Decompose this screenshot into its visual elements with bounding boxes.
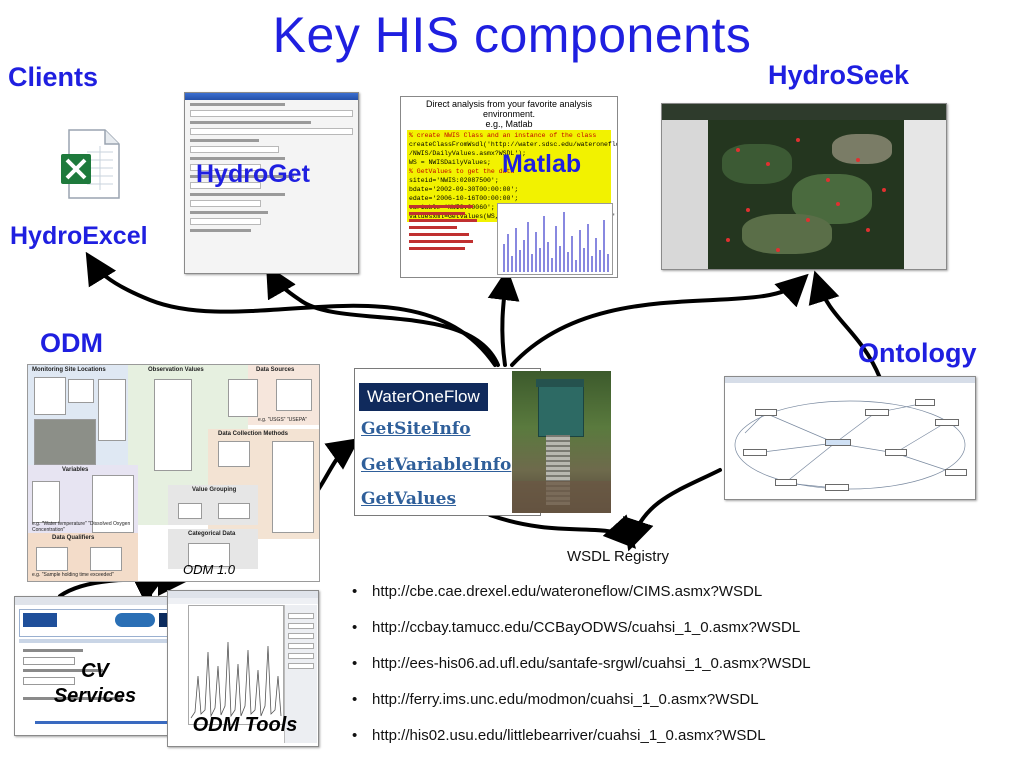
code-line: /NWIS/DailyValues.asmx?WSDL');	[409, 150, 527, 157]
code-line: edate='2006-10-16T00:00:00';	[409, 195, 519, 202]
bullet-icon: •	[352, 727, 358, 744]
wsdl-url-link[interactable]: http://his02.usu.edu/littlebearriver/cua…	[372, 727, 766, 744]
hydroseek-results-panel	[904, 120, 946, 269]
wsdl-registry-title: WSDL Registry	[567, 548, 669, 565]
odm-diagram: Monitoring Site Locations Observation Va…	[27, 364, 320, 582]
code-line: % GetValues to get the data	[409, 168, 515, 175]
code-line: % create NWIS Class and an instance of t…	[409, 132, 597, 139]
list-item: • http://his02.usu.edu/littlebearriver/cu…	[352, 727, 811, 763]
wsdl-url-link[interactable]: http://ccbay.tamucc.edu/CCBayODWS/cuahsi…	[372, 619, 801, 636]
odm-version-label: ODM 1.0	[183, 562, 236, 577]
odm-header: Categorical Data	[188, 531, 236, 537]
list-item: • http://ccbay.tamucc.edu/CCBayODWS/cuahs…	[352, 619, 811, 655]
cv-services-screenshot	[14, 596, 192, 736]
wateroneflow-header-text: WaterOneFlow	[359, 383, 488, 411]
odm-tools-label: ODM Tools	[192, 714, 298, 736]
list-item: • http://cbe.cae.drexel.edu/wateroneflow/…	[352, 583, 811, 619]
wateroneflow-header: WaterOneFlow	[359, 383, 488, 411]
hydroseek-label: HydroSeek	[768, 60, 910, 90]
odm-header: Variables	[62, 467, 89, 473]
odm-tools-screenshot	[167, 590, 319, 747]
matlab-xml-preview	[409, 201, 489, 254]
bullet-icon: •	[352, 655, 358, 672]
monitoring-station-photo	[512, 371, 611, 513]
bullet-icon: •	[352, 583, 358, 600]
odm-note: e.g. "Water temperature" "Dissolved Oxyg…	[32, 521, 131, 533]
odm-header: Observation Values	[148, 367, 204, 373]
hydroseek-header	[662, 104, 946, 120]
odm-header: Data Sources	[256, 367, 295, 373]
list-item: • http://ees-his06.ad.ufl.edu/santafe-srg…	[352, 655, 811, 691]
wsdl-url-link[interactable]: http://ees-his06.ad.ufl.edu/santafe-srgw…	[372, 655, 811, 672]
clients-label: Clients	[8, 62, 99, 92]
hydroget-label: HydroGet	[196, 160, 310, 188]
odm-note: e.g. "Sample holding time exceeded"	[32, 572, 114, 578]
wateroneflow-panel: WaterOneFlow GetSiteInfo GetVariableInfo…	[354, 368, 541, 516]
odm-tools-plot	[188, 605, 284, 725]
method-link-getsiteinfo[interactable]: GetSiteInfo	[361, 419, 471, 439]
matlab-plot	[497, 203, 613, 275]
odm-header: Data Qualifiers	[52, 535, 95, 541]
hydroget-screenshot	[184, 92, 359, 274]
odm-note: e.g. "USGS" "USEPA"	[258, 417, 307, 423]
matlab-label: Matlab	[502, 150, 582, 178]
bullet-icon: •	[352, 619, 358, 636]
code-line: siteid='NWIS:02087500';	[409, 177, 499, 184]
code-line: createClassFromWsdl('http://water.sdsc.e…	[409, 141, 618, 148]
excel-icon	[55, 126, 125, 202]
matlab-panel: Direct analysis from your favorite analy…	[400, 96, 618, 278]
slide-title: Key HIS components	[272, 7, 752, 63]
odm-header: Data Collection Methods	[218, 431, 289, 437]
wsdl-url-link[interactable]: http://ferry.ims.unc.edu/modmon/cuahsi_1…	[372, 691, 759, 708]
odm-label: ODM	[40, 328, 103, 358]
ontology-label: Ontology	[858, 338, 977, 368]
method-link-getvariableinfo[interactable]: GetVariableInfo	[361, 455, 512, 475]
odm-header: Monitoring Site Locations	[32, 367, 106, 373]
matlab-caption: Direct analysis from your favorite analy…	[425, 99, 593, 119]
list-item: • http://ferry.ims.unc.edu/modmon/cuahsi_…	[352, 691, 811, 727]
hydroget-titlebar	[185, 93, 358, 100]
method-link-getvalues[interactable]: GetValues	[361, 489, 457, 509]
cv-services-label: CV Services	[53, 660, 137, 707]
ontology-screenshot	[724, 376, 976, 500]
wsdl-url-link[interactable]: http://cbe.cae.drexel.edu/wateroneflow/C…	[372, 583, 763, 600]
hydroseek-screenshot	[661, 103, 947, 270]
code-line: WS = NWISDailyValues;	[409, 159, 491, 166]
hydroexcel-label: HydroExcel	[10, 222, 148, 250]
code-line: bdate='2002-09-30T00:00:00';	[409, 186, 519, 193]
matlab-subcaption: e.g., Matlab	[485, 119, 533, 129]
bullet-icon: •	[352, 691, 358, 708]
hydroseek-sidebar	[662, 120, 708, 269]
odm-header: Value Grouping	[192, 487, 237, 493]
wsdl-url-list: • http://cbe.cae.drexel.edu/wateroneflow/…	[352, 583, 811, 763]
